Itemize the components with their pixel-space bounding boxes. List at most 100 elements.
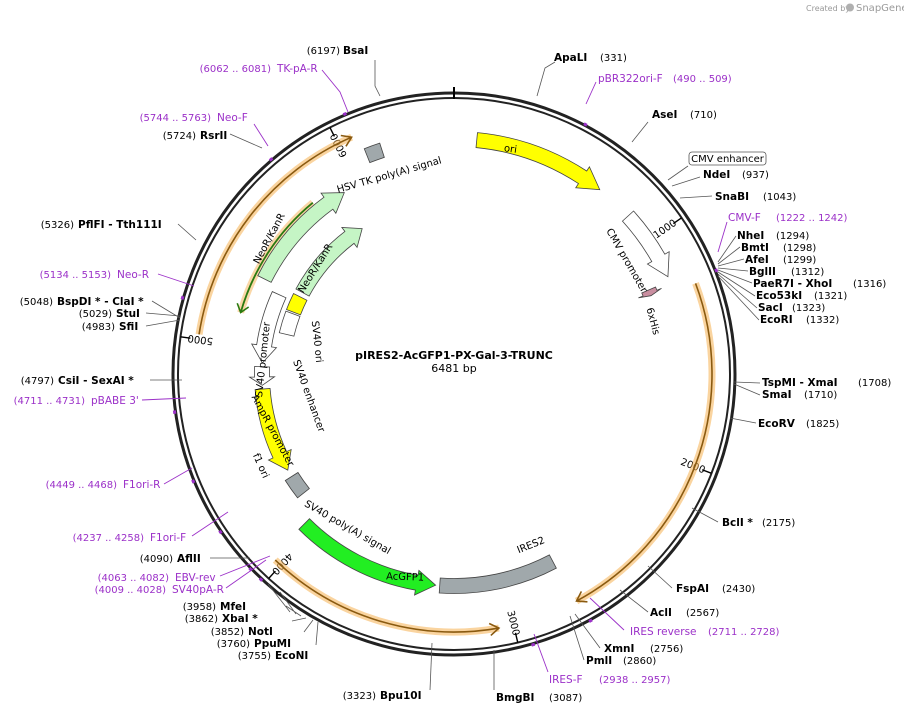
orange-arc-arrowhead: [575, 591, 588, 603]
leader-bsai: [374, 60, 381, 97]
leader-ecorv: [729, 417, 757, 424]
enzyme-name: Eco53kI: [756, 290, 802, 302]
orange-arc-line: [198, 136, 352, 335]
primer-name: Neo-F: [217, 112, 248, 124]
enzyme-name: PpuMI: [254, 638, 291, 650]
enzyme-pos: (1298): [783, 243, 816, 254]
orange-arc-arrowhead: [340, 134, 353, 147]
enzyme-pos: (4797): [21, 376, 54, 387]
leader-mcs-cluster: [717, 235, 760, 321]
enzyme-name: AflII: [177, 553, 201, 565]
leader-ires-f: [533, 633, 549, 673]
primer-range: (4237 .. 4258): [73, 533, 145, 544]
enzyme-pos: (2567): [686, 608, 719, 619]
ruler-tick-mark: [701, 469, 712, 474]
leader-bpu10i: [429, 642, 433, 691]
feature-arrow: [257, 192, 345, 283]
enzyme-pos: (2860): [623, 656, 656, 667]
feature-arrow: [254, 387, 292, 471]
leader-fspai: [647, 565, 673, 589]
enzyme-name: NdeI: [703, 169, 730, 181]
enzyme-pos: (937): [742, 170, 769, 181]
enzyme-name: FspAI: [676, 583, 709, 595]
feature-arrows: [172, 111, 719, 647]
enzyme-name: BglII: [749, 266, 776, 278]
enzyme-name: NheI: [737, 230, 764, 242]
enzyme-name: EcoNI: [275, 650, 308, 662]
primer-name: CMV-F: [728, 212, 761, 224]
primer-site-mark: [714, 268, 719, 273]
cmv-enhancer-callout[interactable]: CMV enhancer: [688, 151, 767, 166]
feature-label-sv40-promoter: SV40 promoter: [254, 321, 273, 398]
leader-ires-reverse: [589, 597, 625, 631]
enzyme-name: StuI: [116, 308, 140, 320]
enzyme-pos: (710): [690, 110, 717, 121]
enzyme-pos: (3862): [185, 614, 218, 625]
primer-site-mark: [531, 642, 536, 647]
feature-arrow: [638, 286, 662, 299]
credit-brand: SnapGene: [856, 3, 904, 14]
enzyme-name: PaeR7I - XhoI: [753, 278, 832, 290]
leader-sfii-stui-clai: [145, 300, 181, 327]
feature-label-6xhis: 6xHis: [644, 307, 662, 337]
primer-range: (2938 .. 2957): [599, 675, 671, 686]
orange-arc-arrowhead: [488, 622, 501, 637]
enzyme-pos: (331): [600, 53, 627, 64]
enzyme-name: SfiI: [119, 321, 138, 333]
enzyme-pos: (4090): [140, 554, 173, 565]
ruler-tick-mark: [672, 217, 682, 225]
primer-site-mark: [218, 529, 223, 535]
primer-name: pBR322ori-F: [598, 73, 663, 85]
enzyme-name: BmgBI: [496, 692, 534, 704]
primer-site-mark: [258, 577, 264, 582]
leader-tk-pa-r: [321, 69, 349, 113]
enzyme-name: SacI: [758, 302, 783, 314]
feature-arrow: [285, 293, 308, 316]
leader-snabi: [679, 195, 713, 199]
enzyme-name: BclI *: [722, 517, 753, 529]
leader-asei: [631, 121, 649, 143]
leader-rsrii: [229, 133, 263, 149]
enzyme-pos: (1710): [804, 390, 837, 401]
orange-arc-line: [274, 559, 500, 633]
primer-range: (5744 .. 5763): [140, 113, 212, 124]
enzyme-name: SnaBI: [715, 191, 749, 203]
enzyme-name: BsaI: [343, 45, 368, 57]
ruler-tick-mark: [514, 632, 519, 643]
feature-arrow: [278, 310, 301, 337]
ruler-tick-mark: [180, 336, 191, 339]
ruler-tick-label: 3000: [504, 610, 521, 637]
ruler-tick-mark: [329, 127, 336, 137]
enzyme-name: AclI: [650, 607, 672, 619]
primer-site-mark: [191, 479, 196, 484]
feature-arrow: [363, 142, 385, 164]
enzyme-pos: (2430): [722, 584, 755, 595]
leader-cmvenh: [667, 165, 689, 181]
snapgene-credit: Created by SnapGene: [806, 3, 904, 14]
primer-range: (4449 .. 4468): [46, 480, 118, 491]
enzyme-pos: (2756): [650, 644, 683, 655]
feature-label-f1-ori: f1 ori: [250, 452, 271, 480]
feature-label-neor-kanr-inner: NeoR/KanR: [296, 242, 335, 295]
primer-site-mark: [583, 122, 588, 127]
primer-name: SV40pA-R: [172, 584, 224, 596]
feature-label-hsv-tk-polya: HSV TK poly(A) signal: [336, 155, 443, 195]
enzyme-pos: (1321): [814, 291, 847, 302]
enzyme-name: EcoRV: [758, 418, 796, 430]
primer-site-mark: [268, 157, 274, 162]
primer-range: (1222 .. 1242): [776, 213, 848, 224]
feature-arrow: [475, 132, 601, 191]
enzyme-pos: (5048): [20, 297, 53, 308]
leader-xmai: [733, 381, 761, 396]
enzyme-pos: (1312): [791, 267, 824, 278]
enzyme-name: BspDI * - ClaI *: [57, 296, 144, 308]
enzyme-name: AfeI: [745, 254, 769, 266]
primer-name: IRES-F: [549, 674, 583, 686]
enzyme-pos: (3087): [549, 693, 582, 704]
ruler-tick-label: 1000: [652, 218, 679, 241]
feature-label-ires2: IRES2: [516, 535, 547, 556]
enzyme-pos: (1294): [776, 231, 809, 242]
primer-name: F1ori-F: [150, 532, 186, 544]
enzyme-name: MfeI: [220, 601, 246, 613]
feature-arrow: [295, 227, 363, 297]
